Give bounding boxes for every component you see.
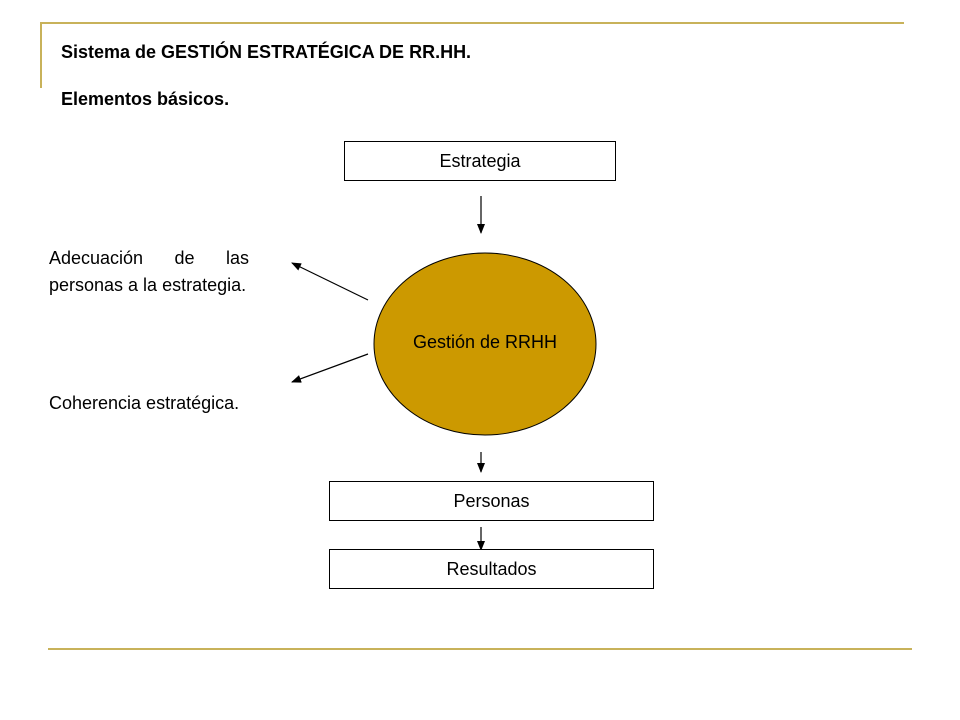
arrow-center-to-coherencia	[291, 353, 369, 383]
slide-subtitle: Elementos básicos.	[61, 89, 230, 109]
estrategia-label: Estrategia	[439, 150, 521, 171]
accent-line-bottom	[48, 648, 912, 650]
estrategia-box: Estrategia	[344, 141, 616, 181]
resultados-label: Resultados	[446, 558, 537, 579]
center-ellipse	[373, 252, 597, 436]
personas-label: Personas	[453, 490, 530, 511]
slide-title: Sistema de GESTIÓN ESTRATÉGICA DE RR.HH.	[61, 42, 472, 62]
accent-line-top	[40, 22, 904, 24]
coherencia-text: Coherencia estratégica.	[49, 393, 240, 413]
arrow-center-to-adecuacion	[291, 262, 369, 301]
adecuacion-text: Adecuación de las personas a la estrateg…	[49, 248, 249, 295]
center-label: Gestión de RRHH	[412, 332, 558, 352]
resultados-box: Resultados	[329, 549, 654, 589]
accent-line-left	[40, 22, 42, 88]
personas-box: Personas	[329, 481, 654, 521]
